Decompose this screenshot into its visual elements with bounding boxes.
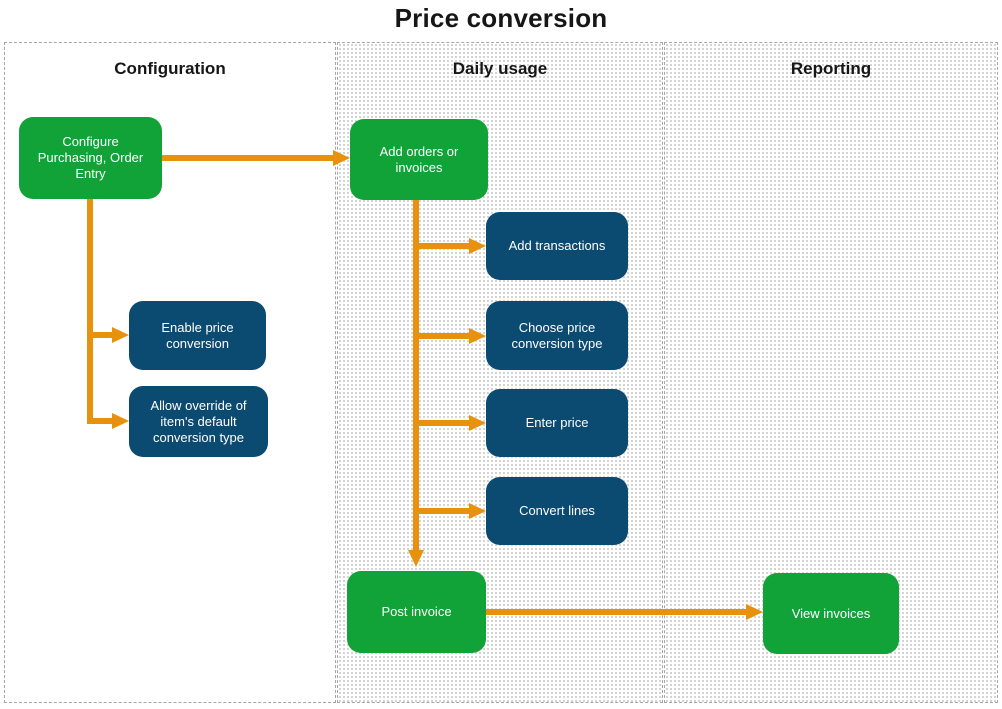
arrowhead-icon <box>112 327 129 343</box>
arrow-branch-enable-price <box>87 332 113 338</box>
node-label: Add orders or invoices <box>379 143 459 175</box>
node-add-transactions: Add transactions <box>486 212 628 280</box>
diagram-title: Price conversion <box>394 3 608 33</box>
arrow-branch-choose-type <box>413 333 470 339</box>
arrowhead-icon <box>469 238 486 254</box>
node-enable-price-conversion: Enable price conversion <box>129 301 266 370</box>
lane-header-daily-usage: Daily usage <box>452 59 548 78</box>
node-view-invoices: View invoices <box>763 573 899 654</box>
lane-header-configuration: Configuration <box>114 59 226 78</box>
node-choose-price-conversion-type: Choose price conversion type <box>486 301 628 370</box>
arrow-add-orders-down <box>413 200 419 551</box>
node-allow-override: Allow override of item's default convers… <box>129 386 268 457</box>
node-configure-purchasing: Configure Purchasing, Order Entry <box>19 117 162 199</box>
arrow-configure-down <box>87 199 93 424</box>
node-post-invoice: Post invoice <box>347 571 486 653</box>
arrowhead-icon <box>746 604 763 620</box>
lane-reporting: Reporting <box>664 42 998 703</box>
node-label: Add transactions <box>508 238 606 253</box>
arrowhead-icon <box>333 150 350 166</box>
node-label: Post invoice <box>381 604 452 619</box>
arrowhead-icon <box>469 328 486 344</box>
node-add-orders-or-invoices: Add orders or invoices <box>350 119 488 200</box>
arrow-branch-convert-lines <box>413 508 470 514</box>
arrow-configure-to-add-orders <box>162 155 333 161</box>
node-label: Configure Purchasing, Order Entry <box>37 134 144 181</box>
arrowhead-icon <box>469 415 486 431</box>
node-enter-price: Enter price <box>486 389 628 457</box>
node-label: Allow override of item's default convers… <box>150 397 247 445</box>
node-label: Choose price conversion type <box>511 319 603 351</box>
arrow-branch-enter-price <box>413 420 470 426</box>
arrow-branch-add-transactions <box>413 243 470 249</box>
node-label: Convert lines <box>519 503 595 518</box>
node-label: Enter price <box>525 415 589 430</box>
arrowhead-icon <box>112 413 129 429</box>
node-convert-lines: Convert lines <box>486 477 628 545</box>
node-label: Enable price conversion <box>161 319 234 351</box>
arrow-post-to-view <box>486 609 746 615</box>
arrowhead-icon <box>469 503 486 519</box>
arrowhead-icon <box>408 550 424 567</box>
lane-header-reporting: Reporting <box>790 59 872 78</box>
node-label: View invoices <box>791 605 871 621</box>
arrow-branch-allow-override <box>87 418 113 424</box>
